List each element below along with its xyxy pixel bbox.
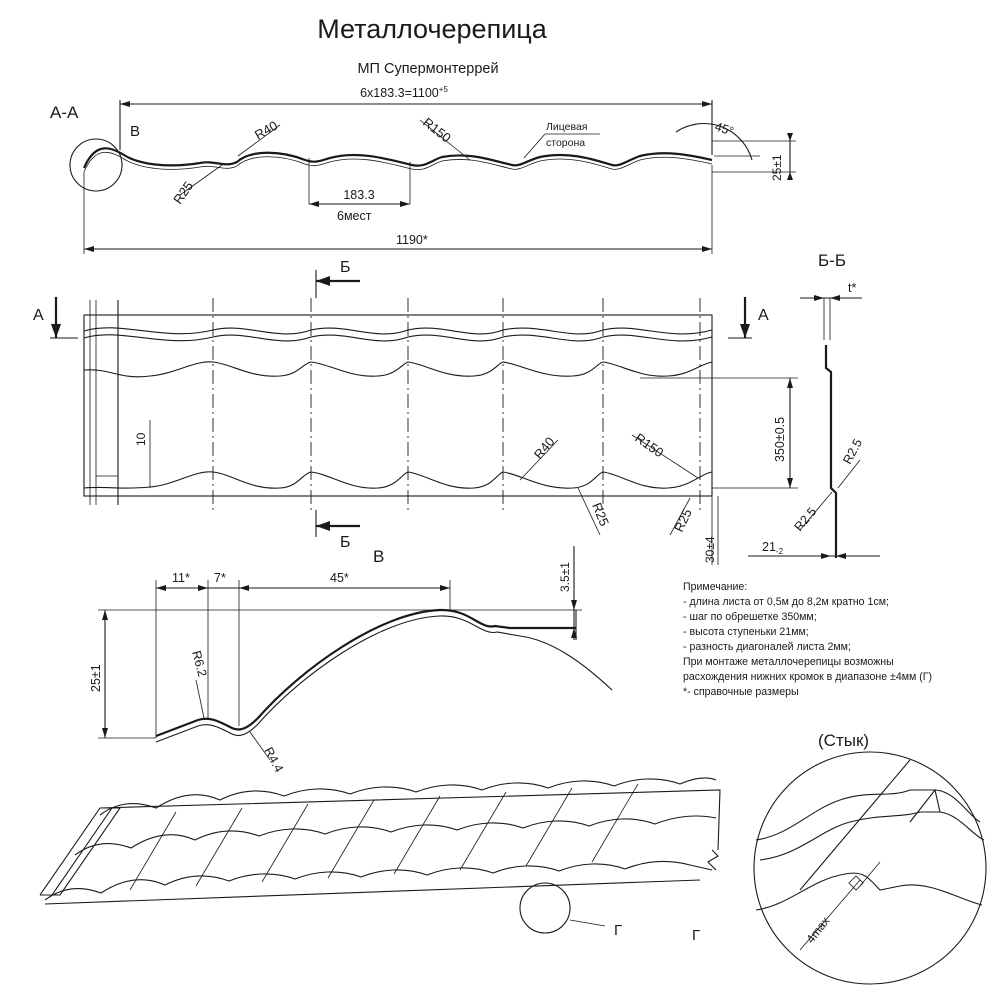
detail-v: В 11* 7* 45* 3.5±1 25±1 R6.2 [89,546,613,775]
profile-curve [82,147,713,169]
callout-circle-v [69,138,123,192]
plan-bottom-dim: 30±4 [703,536,717,563]
notes-line: - длина листа от 0,5м до 8,2м кратно 1см… [683,596,889,608]
notes-header: Примечание: [683,581,748,593]
notes-line: *- справочные размеры [683,686,799,698]
plan-view: Б Б А А 350±0.5 10 R40 R150 R25 R25 [33,259,798,565]
overall-dim-label: 6x183.3=1100+5 [360,85,448,100]
aa-r40: R40 [252,118,280,143]
notes-line: - разность диагоналей листа 2мм; [683,641,851,653]
iso-wave-1 [99,777,717,816]
detail-d11: 11* [172,571,190,585]
plan-r40: R40 [531,434,558,462]
notes-block: Примечание: - длина листа от 0,5м до 8,2… [683,580,998,700]
plan-wave-top [83,327,713,335]
section-b-top-label: Б [340,259,351,276]
aa-pitch-count: 6мест [337,209,372,223]
section-a-right-label: А [758,307,769,324]
aa-r150: R150 [420,115,454,146]
detail-d7: 7* [214,571,226,585]
section-b-bottom-label: Б [340,534,351,551]
iso-wave-3 [44,861,713,901]
callout-circle-g [519,882,571,934]
detail-r44: R4.4 [261,745,286,775]
aa-r25: R25 [170,179,196,207]
plan-outline [83,314,713,497]
detail-v-label: В [373,547,384,566]
detail-d35: 3.5±1 [558,562,572,592]
iso-wave-2 [74,815,717,856]
notes-line: - шаг по обрешетке 350мм; [683,611,817,623]
bb-r25-bottom: R2.5 [792,505,820,534]
drawing-subtitle: МП Супермонтеррей [357,61,498,77]
iso-label-g: Г [692,927,700,944]
joint-detail: (Стык) 4max [753,731,987,985]
aa-total-width: 1190* [396,233,428,247]
aa-angle: 45° [713,120,735,139]
face-side-line1: Лицевая [546,121,587,133]
plan-r25-a: R25 [589,501,612,529]
section-bb: Б-Б t* R2.5 R2.5 21-2 [748,251,880,559]
step-profile [824,345,838,558]
aa-pitch: 183.3 [343,188,374,202]
iso-callout-g: Г [614,922,622,939]
section-aa: А-А В 6x183.3=1100+5 R40 R150 R25 Лицева… [50,85,796,254]
detail-d45: 45* [330,571,349,585]
detail-r62: R6.2 [189,649,209,678]
plan-step-dim: 350±0.5 [773,417,787,462]
drawing-title: Металлочерепица [317,14,548,44]
bb-step: 21-2 [762,540,784,556]
joint-label: (Стык) [818,731,869,750]
plan-wave-mid [83,361,713,378]
plan-r150: R150 [632,430,666,460]
aa-height: 25±1 [770,154,784,181]
notes-line: - высота ступеньки 21мм; [683,626,809,638]
iso-view: Г Г [39,777,721,944]
face-side-line2: сторона [546,137,585,149]
detail-profile [155,608,576,738]
bb-r25-top: R2.5 [840,436,865,466]
detail-height: 25±1 [89,664,103,692]
section-bb-label: Б-Б [818,251,846,270]
section-bb-thickness: t* [848,281,856,295]
notes-line: При монтаже металлочерепицы возможны [683,656,894,668]
plan-edge-dim: 10 [134,432,148,446]
section-a-left-label: А [33,307,44,324]
callout-v-label: В [130,123,140,140]
joint-dim: 4max [803,914,832,946]
section-aa-label: А-А [50,103,79,122]
notes-line: расхождения нижних кромок в диапазоне ±4… [683,671,933,683]
plan-wave-bottom [83,471,713,489]
plan-r25-b: R25 [671,506,695,534]
